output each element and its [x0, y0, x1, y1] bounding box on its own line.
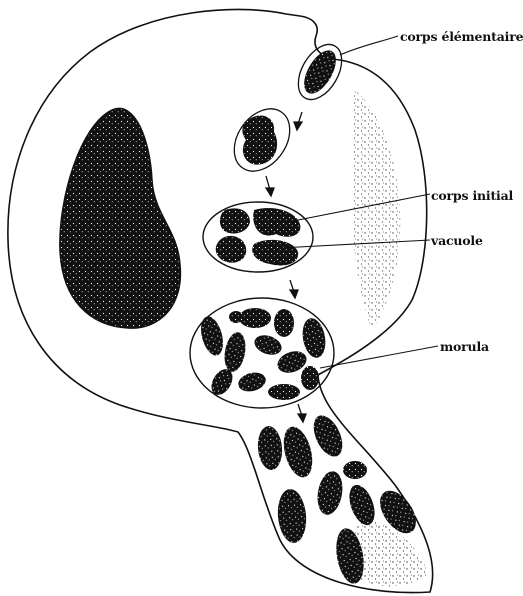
elementary-body-entry — [289, 37, 350, 107]
morula — [190, 298, 334, 408]
label-vacuole: vacuole — [431, 233, 483, 248]
cytoplasm-stipple — [352, 90, 401, 330]
vacuole-initial-bodies — [203, 202, 313, 272]
label-morula: morula — [440, 339, 489, 354]
label-elementary-body: corps élémentaire — [400, 29, 523, 44]
host-nucleus — [60, 108, 181, 328]
protrusion-stipple — [353, 520, 429, 586]
elementary-body-vesicle — [223, 98, 301, 181]
label-initial-body: corps initial — [431, 188, 513, 203]
